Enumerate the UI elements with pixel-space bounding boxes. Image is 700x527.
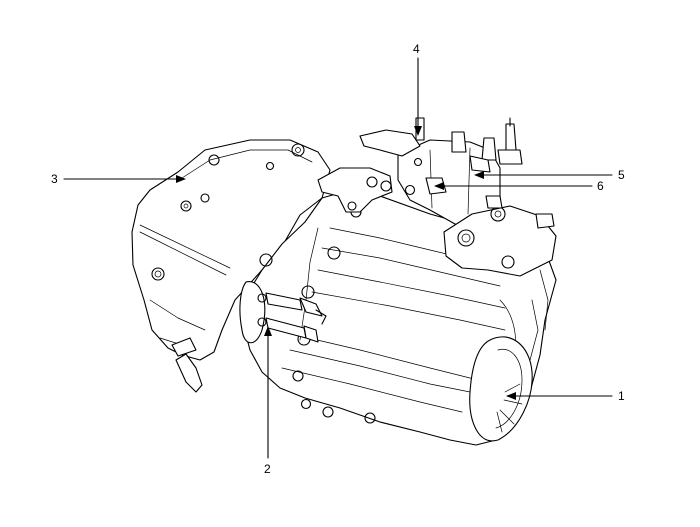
callout-1-label: 1 (618, 389, 625, 403)
callout-5-label: 5 (618, 168, 625, 182)
sensor-connectors (239, 281, 327, 344)
shift-control-assembly (317, 117, 557, 277)
callout-2-label: 2 (264, 462, 271, 476)
clutch-housing (131, 139, 331, 393)
callout-3-label: 3 (51, 172, 58, 186)
callout-4-label: 4 (413, 42, 420, 56)
leader-lines (63, 57, 613, 459)
callout-6-label: 6 (597, 179, 604, 193)
